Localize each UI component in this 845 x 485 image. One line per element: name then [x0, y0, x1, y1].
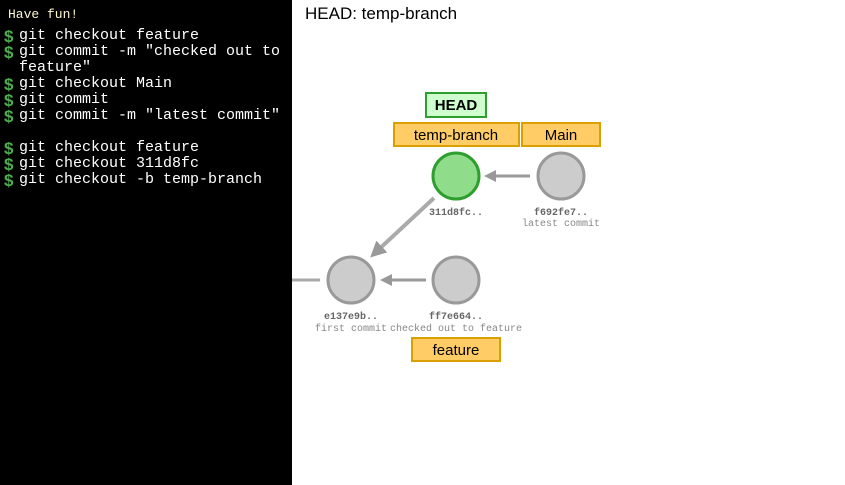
commit-node-311d8fc[interactable]: [431, 151, 481, 201]
terminal-command: git checkout feature: [19, 139, 200, 156]
commit-graph: 311d8fc.. f692fe7.. latest commit e137e9…: [292, 92, 601, 362]
head-status-title: HEAD: temp-branch: [305, 4, 458, 23]
terminal-line: $ git checkout feature: [4, 139, 290, 158]
terminal-line: $ git checkout 311d8fc: [4, 155, 290, 174]
prompt-symbol: $: [4, 75, 14, 94]
terminal-command: git checkout feature: [19, 27, 200, 44]
branch-label-feature: feature: [433, 342, 480, 359]
terminal-line: $ git commit -m "checked out to feature": [4, 44, 290, 76]
commit-node-ff7e664[interactable]: [431, 255, 481, 305]
terminal-command: git checkout Main: [19, 75, 173, 92]
commit-message-label: latest commit: [522, 218, 600, 230]
terminal-command: git commit -m "checked out to feature": [19, 43, 290, 76]
terminal-intro: Have fun!: [8, 7, 79, 22]
prompt-symbol: $: [4, 107, 14, 126]
terminal-command: git commit -m "latest commit": [19, 107, 281, 124]
prompt-symbol: $: [4, 155, 14, 174]
commit-node-f692fe7[interactable]: [536, 151, 586, 201]
prompt-symbol: $: [4, 27, 14, 46]
commit-id-label: f692fe7..: [534, 207, 588, 219]
edge-arrow-311d-to-e137: [370, 196, 436, 258]
prompt-symbol: $: [4, 91, 14, 110]
branch-tag-main[interactable]: [521, 122, 601, 147]
terminal-command: git checkout -b temp-branch: [19, 171, 263, 188]
prompt-symbol: $: [4, 43, 14, 62]
head-tag-box[interactable]: [425, 92, 487, 118]
terminal-command: git checkout 311d8fc: [19, 155, 200, 172]
commit-node-e137e9b[interactable]: [326, 255, 376, 305]
commit-message-label: first commit: [315, 323, 387, 335]
commit-id-label: 311d8fc..: [429, 207, 483, 219]
terminal-line: $ git checkout -b temp-branch: [4, 171, 290, 190]
head-tag-label: HEAD: [435, 97, 478, 114]
terminal-line: $ git commit: [4, 91, 290, 110]
commit-message-label: checked out to feature: [390, 323, 522, 335]
branch-tag-temp-branch[interactable]: [393, 122, 520, 147]
terminal-panel: Have fun! $ git checkout feature $ git c…: [0, 0, 292, 485]
branch-label-temp-branch: temp-branch: [414, 127, 498, 144]
prompt-symbol: $: [4, 171, 14, 190]
terminal-line: $ git checkout Main: [4, 75, 290, 94]
branch-label-main: Main: [545, 127, 578, 144]
terminal-command: git commit: [19, 91, 110, 108]
commit-id-label: ff7e664..: [429, 311, 483, 323]
terminal-line: $ git commit -m "latest commit": [4, 107, 290, 126]
prompt-symbol: $: [4, 139, 14, 158]
terminal-line: $ git checkout feature: [4, 27, 290, 46]
branch-tag-feature[interactable]: [411, 337, 501, 362]
commit-id-label: e137e9b..: [324, 311, 378, 323]
